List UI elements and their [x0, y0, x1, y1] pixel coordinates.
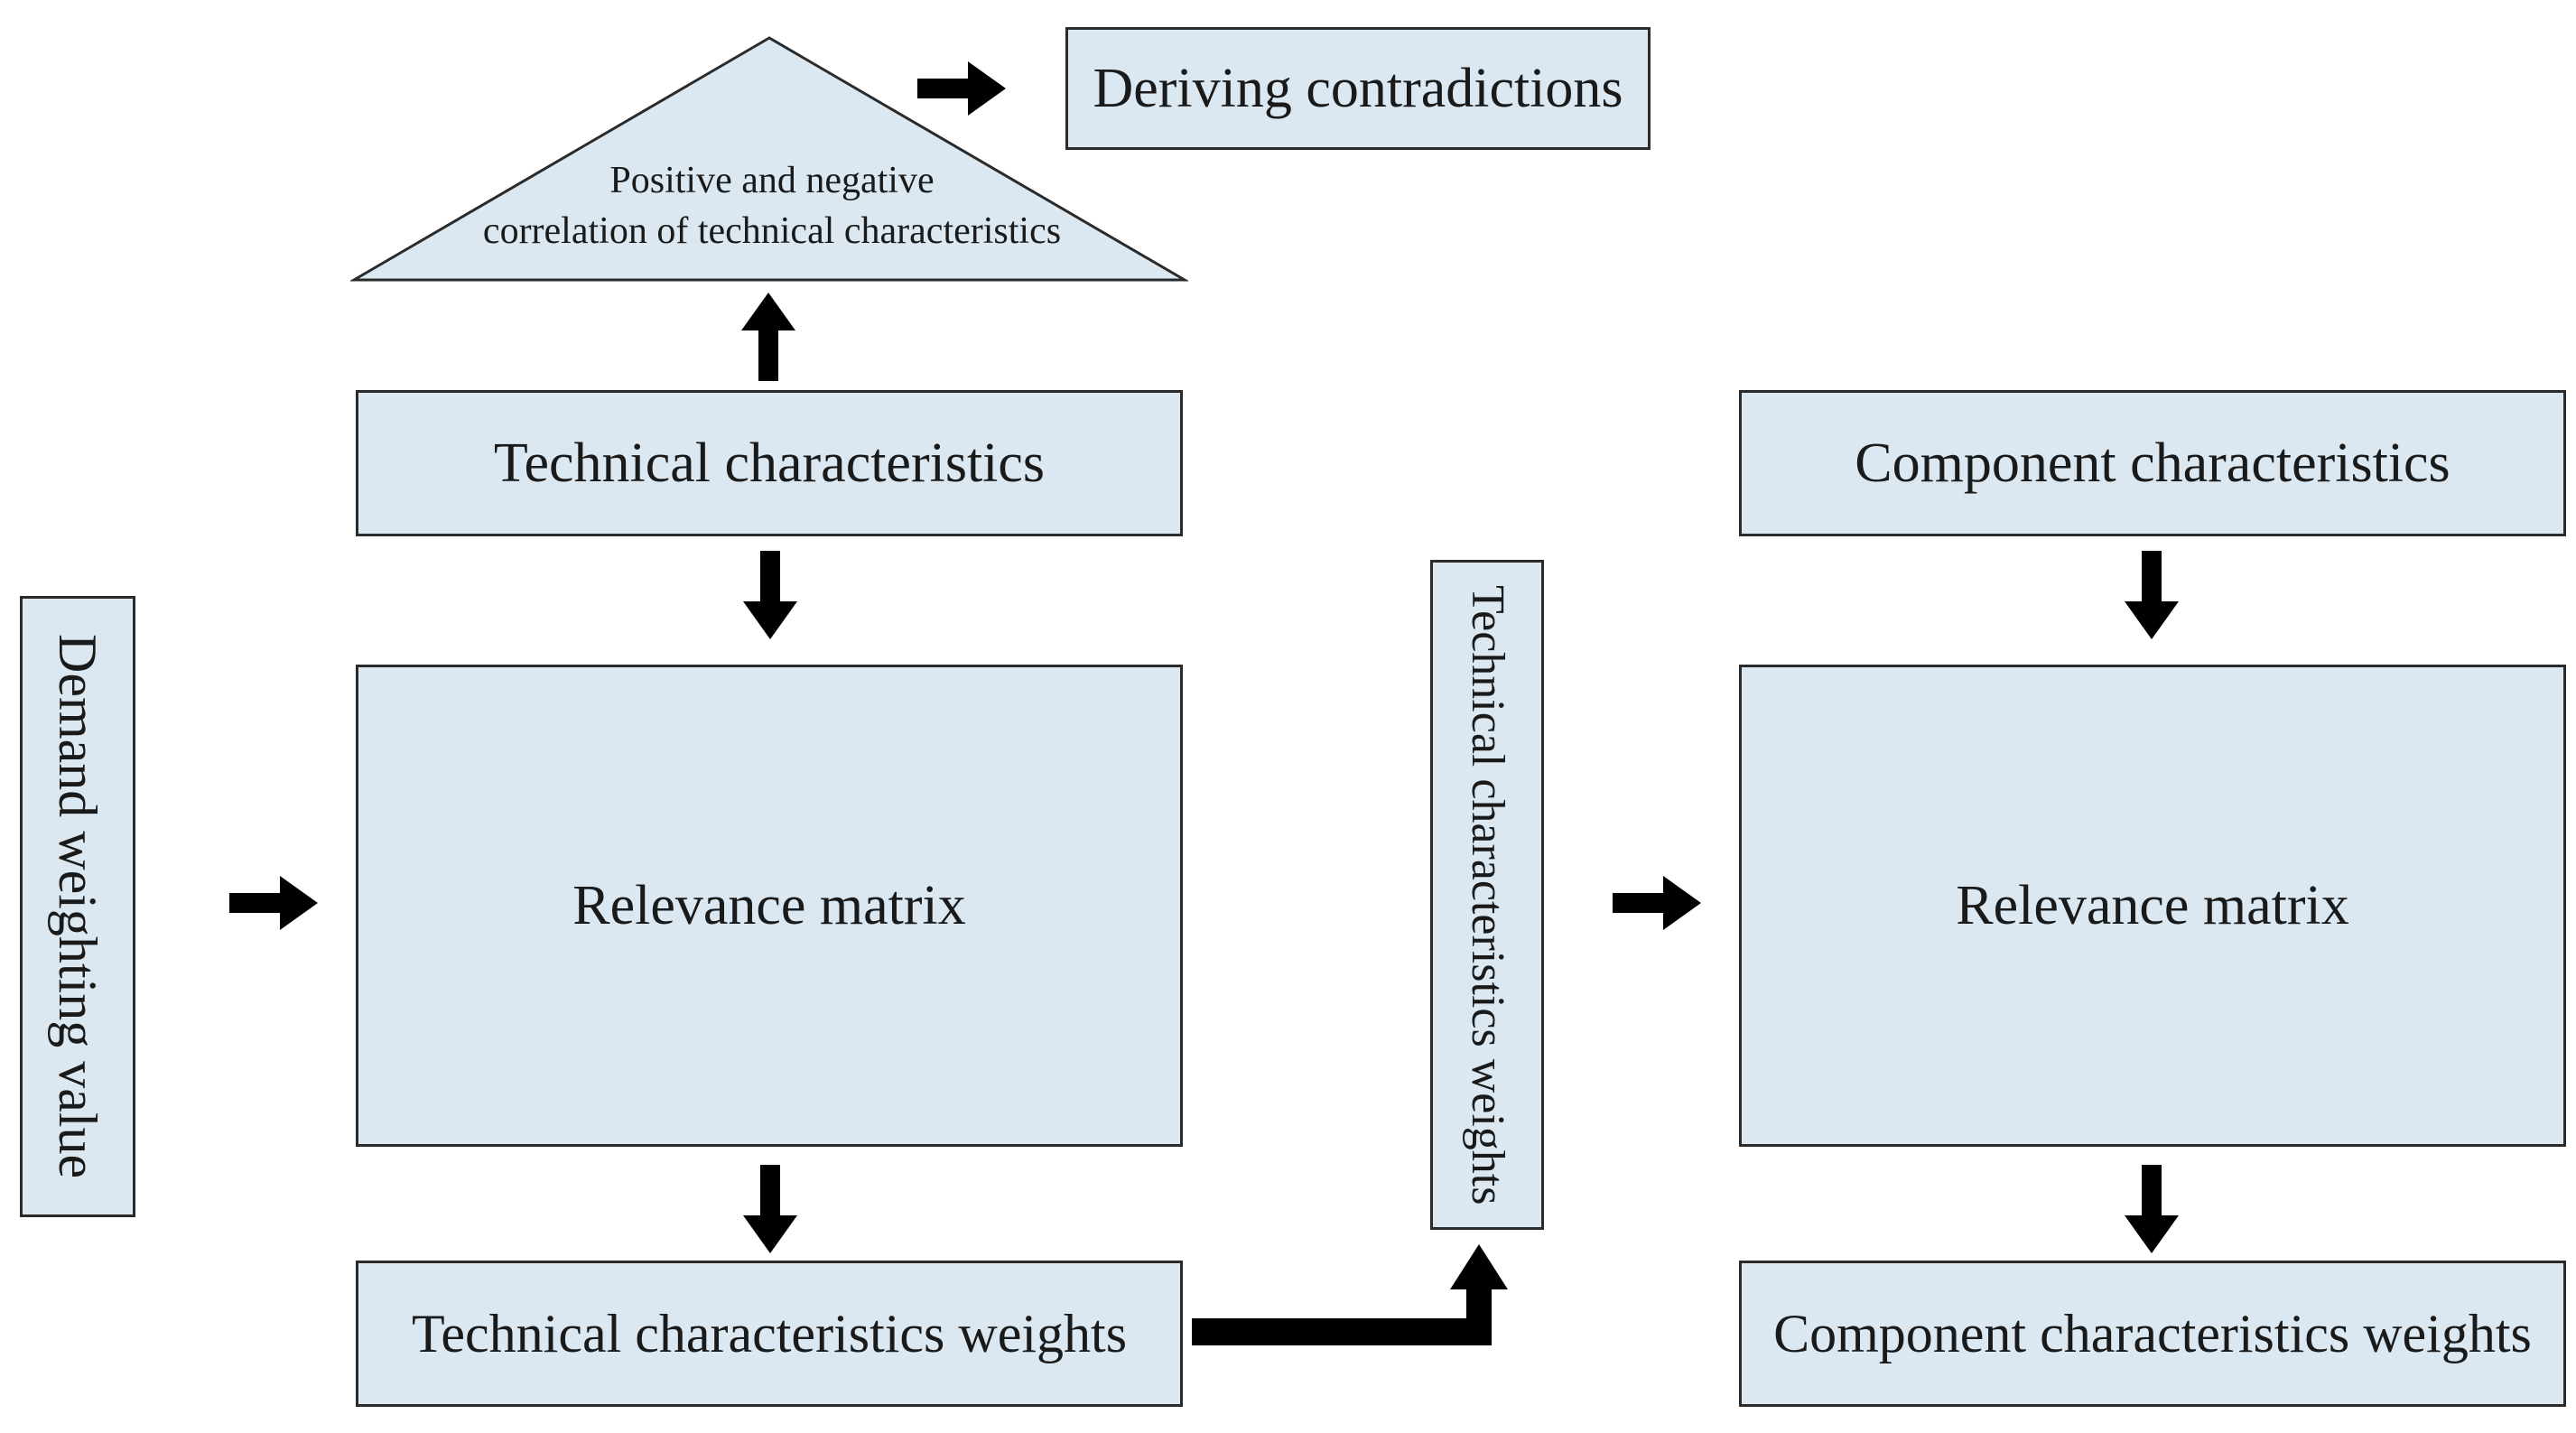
- demand-weighting-value-label: Demand weighting value: [48, 634, 107, 1179]
- technical-characteristics-weights-label: Technical characteristics weights: [411, 1304, 1128, 1363]
- technical-characteristics-box: Technical characteristics: [356, 390, 1183, 536]
- component-characteristics-weights-label: Component characteristics weights: [1773, 1304, 2532, 1363]
- component-characteristics-box: Component characteristics: [1739, 390, 2566, 536]
- arrow-up-to-triangle: [741, 293, 795, 381]
- correlation-triangle-label: Positive and negative correlation of tec…: [424, 155, 1120, 256]
- arrow-right-to-relevance-matrix-left: [229, 876, 318, 930]
- component-characteristics-weights-box: Component characteristics weights: [1739, 1261, 2566, 1407]
- arrow-down-to-technical-characteristics-weights: [743, 1165, 797, 1253]
- arrow-down-to-relevance-matrix-right: [2125, 551, 2179, 639]
- relevance-matrix-right-box: Relevance matrix: [1739, 665, 2566, 1147]
- arrow-right-to-relevance-matrix-right: [1613, 876, 1701, 930]
- arrow-down-to-relevance-matrix-left: [743, 551, 797, 639]
- arrow-right-to-deriving-contradictions: [917, 61, 1006, 116]
- technical-characteristics-label: Technical characteristics: [493, 433, 1046, 494]
- component-characteristics-label: Component characteristics: [1855, 433, 2450, 494]
- deriving-contradictions-label: Deriving contradictions: [1093, 58, 1623, 119]
- correlation-triangle: [350, 36, 1188, 282]
- arrow-down-to-component-characteristics-weights: [2125, 1165, 2179, 1253]
- demand-weighting-value-box: Demand weighting value: [20, 596, 135, 1217]
- triangle-label-line-2: correlation of technical characteristics: [482, 210, 1062, 252]
- relevance-matrix-left-box: Relevance matrix: [356, 665, 1183, 1147]
- relevance-matrix-right-label: Relevance matrix: [1956, 875, 2349, 936]
- arrow-elbow-to-technical-characteristics-weights-vertical: [1192, 1244, 1508, 1345]
- relevance-matrix-left-label: Relevance matrix: [572, 875, 966, 936]
- technical-characteristics-weights-vertical-box: Technical characteristics weights: [1430, 560, 1544, 1230]
- technical-characteristics-weights-box: Technical characteristics weights: [356, 1261, 1183, 1407]
- triangle-label-line-1: Positive and negative: [609, 160, 935, 201]
- deriving-contradictions-box: Deriving contradictions: [1065, 27, 1651, 150]
- technical-characteristics-weights-vertical-label: Technical characteristics weights: [1462, 584, 1513, 1205]
